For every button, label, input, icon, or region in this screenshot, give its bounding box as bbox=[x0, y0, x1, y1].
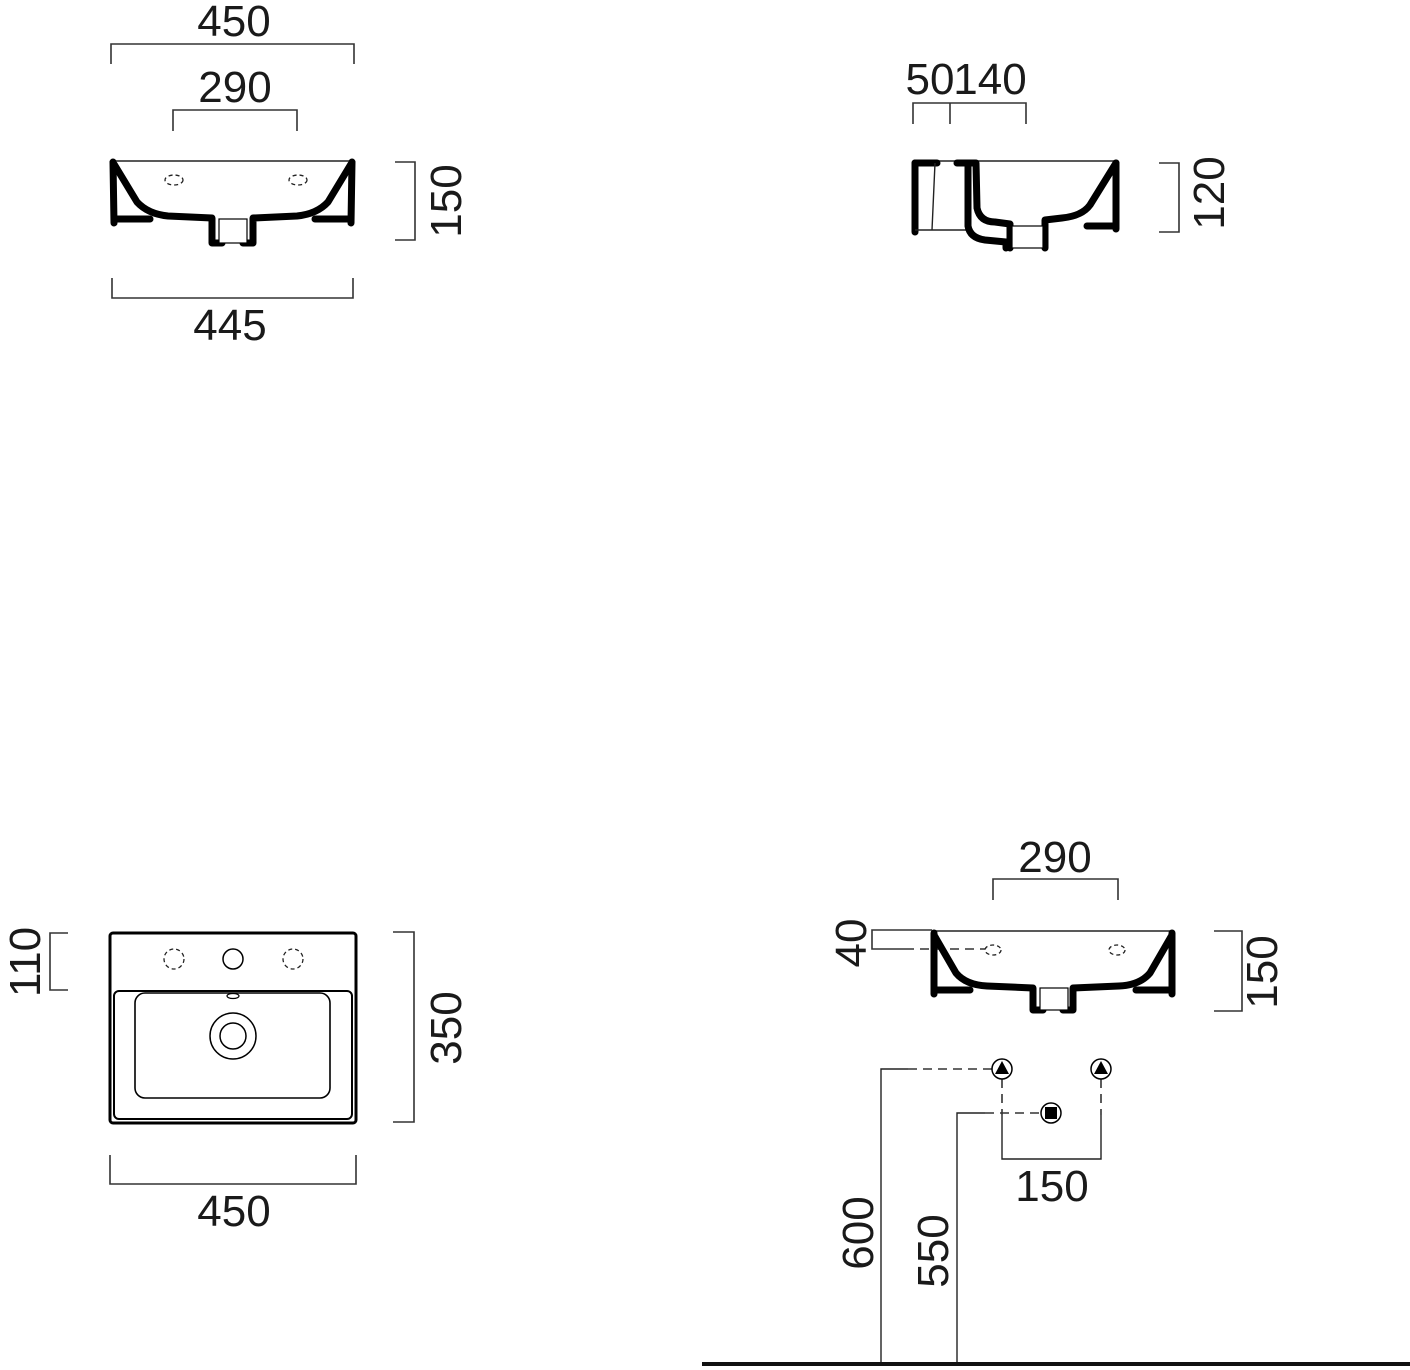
drain-inner bbox=[219, 1022, 247, 1050]
dim-tap-spacing: 290 bbox=[198, 63, 271, 112]
basin-left-bowl bbox=[110, 160, 226, 247]
optional-tap-hole-right bbox=[282, 948, 304, 970]
water-supply-left-icon bbox=[991, 1058, 1013, 1080]
install-basin-left-bowl bbox=[930, 931, 1047, 1014]
dim-tap-hole-height: 40 bbox=[827, 919, 876, 968]
tap-hole-left bbox=[164, 174, 184, 186]
basin-outline bbox=[108, 931, 358, 1125]
dim-line-side-offsets bbox=[912, 102, 1027, 124]
install-tap-hole-left bbox=[984, 944, 1002, 956]
side-outlet bbox=[1011, 225, 1044, 249]
dim-top-width: 450 bbox=[197, 1187, 270, 1236]
waste-height-line bbox=[956, 1112, 985, 1363]
basin-left-wall bbox=[109, 158, 118, 227]
dim-outlet-offset: 140 bbox=[953, 55, 1026, 104]
outlet bbox=[218, 218, 248, 244]
dim-line-tap-spacing bbox=[172, 109, 298, 131]
side-view: 50 140 120 bbox=[906, 55, 1234, 252]
side-overflow-channel bbox=[915, 162, 966, 231]
dim-install-tap-spacing: 290 bbox=[1018, 833, 1091, 882]
dim-supply-height: 600 bbox=[834, 1196, 883, 1269]
supply-drop-lines bbox=[1001, 1079, 1102, 1115]
dim-line-tap-zone bbox=[49, 932, 68, 991]
waste-outlet-icon bbox=[1040, 1102, 1062, 1124]
dim-line-tap-hole-height bbox=[871, 929, 932, 950]
dim-depth: 350 bbox=[422, 991, 471, 1064]
dim-line-base-width bbox=[111, 278, 354, 299]
install-basin-right-bowl bbox=[1059, 931, 1176, 1014]
dim-wall-offset: 50 bbox=[906, 55, 955, 104]
basin-deck bbox=[113, 990, 353, 1120]
dim-waste-height: 550 bbox=[909, 1214, 958, 1287]
dim-line-install-height bbox=[1214, 930, 1243, 1012]
side-front-wall bbox=[1083, 159, 1120, 233]
optional-tap-hole-left bbox=[163, 948, 185, 970]
basin-right-bowl bbox=[239, 160, 355, 247]
dim-line-height bbox=[395, 161, 416, 241]
top-view: 110 350 450 bbox=[1, 927, 471, 1236]
dim-height: 150 bbox=[422, 164, 471, 237]
water-supply-right-icon bbox=[1090, 1058, 1112, 1080]
dim-install-height: 150 bbox=[1238, 935, 1287, 1008]
dim-line-side-height bbox=[1159, 162, 1180, 233]
side-bowl-slope bbox=[1041, 159, 1120, 252]
tap-hole-center bbox=[222, 948, 244, 970]
dim-side-height: 120 bbox=[1185, 156, 1234, 229]
supply-height-line bbox=[880, 1068, 908, 1363]
dim-line-supply-spacing bbox=[1001, 1115, 1102, 1160]
install-outlet bbox=[1039, 987, 1069, 1011]
front-view: 450 290 150 445 bbox=[109, 0, 471, 350]
basin-right-wall bbox=[347, 158, 356, 227]
dim-overall-width: 450 bbox=[197, 0, 270, 46]
drain-outer bbox=[209, 1012, 257, 1060]
dim-line-overall-width bbox=[110, 43, 355, 64]
install-tap-hole-right bbox=[1108, 944, 1126, 956]
installation-view: 290 40 150 bbox=[702, 833, 1410, 1366]
dim-line-top-width bbox=[109, 1155, 357, 1185]
side-inner-wall bbox=[964, 159, 1010, 252]
overflow-slot bbox=[226, 992, 240, 1000]
dim-supply-spacing: 150 bbox=[1015, 1162, 1088, 1211]
dim-line-install-tap-spacing bbox=[992, 878, 1119, 900]
dim-line-depth bbox=[393, 931, 415, 1123]
dim-tap-zone-depth: 110 bbox=[1, 927, 50, 997]
dim-base-width: 445 bbox=[193, 301, 266, 350]
tap-hole-right bbox=[288, 174, 308, 186]
basin-bowl bbox=[134, 992, 331, 1099]
side-bowl-front bbox=[972, 159, 1014, 252]
